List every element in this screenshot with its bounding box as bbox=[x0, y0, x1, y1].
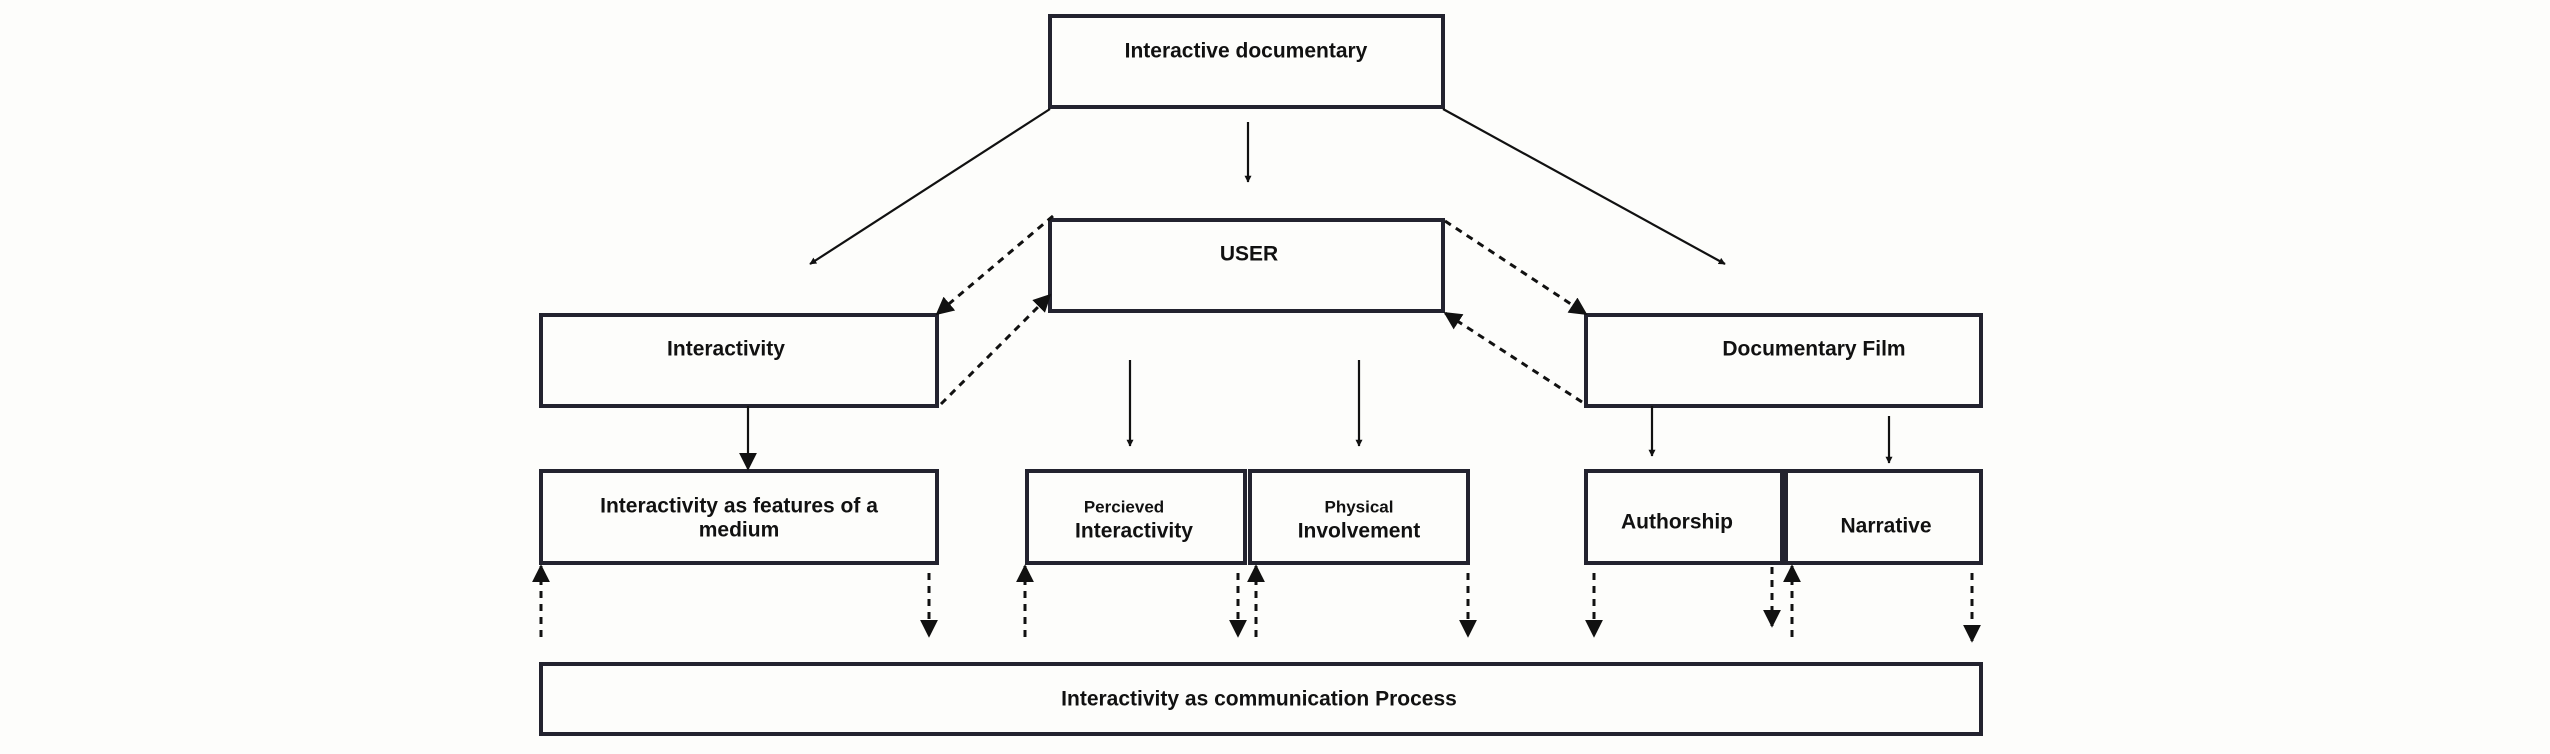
physical-main-label: Involvement bbox=[1298, 520, 1421, 543]
interactive-documentary-box: Interactive documentary bbox=[1048, 14, 1445, 109]
arrow-top-to-documentary-film bbox=[1442, 108, 1726, 265]
perceived-main-label: Interactivity bbox=[1075, 520, 1193, 543]
dashed-user-to-documentary bbox=[1444, 219, 1588, 316]
narrative-box: Narrative bbox=[1784, 469, 1983, 565]
interactivity-features-box: Interactivity as features of a medium bbox=[539, 469, 939, 565]
user-box: USER bbox=[1048, 218, 1445, 313]
documentary-film-label: Documentary Film bbox=[1722, 338, 1905, 361]
authorship-label: Authorship bbox=[1621, 511, 1733, 534]
physical-small-label: Physical bbox=[1325, 497, 1394, 516]
communication-process-box: Interactivity as communication Process bbox=[539, 662, 1983, 736]
documentary-film-box: Documentary Film bbox=[1584, 313, 1983, 408]
features-label-line2: medium bbox=[699, 519, 780, 542]
perceived-small-label: Percieved bbox=[1084, 497, 1164, 516]
dashed-user-to-interactivity bbox=[935, 214, 1054, 316]
authorship-box: Authorship bbox=[1584, 469, 1784, 565]
dashed-interactivity-to-user bbox=[939, 293, 1052, 406]
features-label-line1: Interactivity as features of a bbox=[600, 495, 878, 518]
interactivity-box: Interactivity bbox=[539, 313, 939, 408]
interactivity-label: Interactivity bbox=[667, 338, 785, 361]
user-label: USER bbox=[1220, 243, 1278, 266]
narrative-label: Narrative bbox=[1840, 515, 1931, 538]
communication-process-label: Interactivity as communication Process bbox=[1061, 688, 1457, 711]
physical-involvement-box: Physical Involvement bbox=[1248, 469, 1470, 565]
dashed-documentary-to-user bbox=[1443, 311, 1583, 404]
perceived-interactivity-box: Percieved Interactivity bbox=[1025, 469, 1247, 565]
arrow-top-to-interactivity bbox=[809, 108, 1051, 265]
interactive-documentary-label: Interactive documentary bbox=[1125, 40, 1368, 63]
